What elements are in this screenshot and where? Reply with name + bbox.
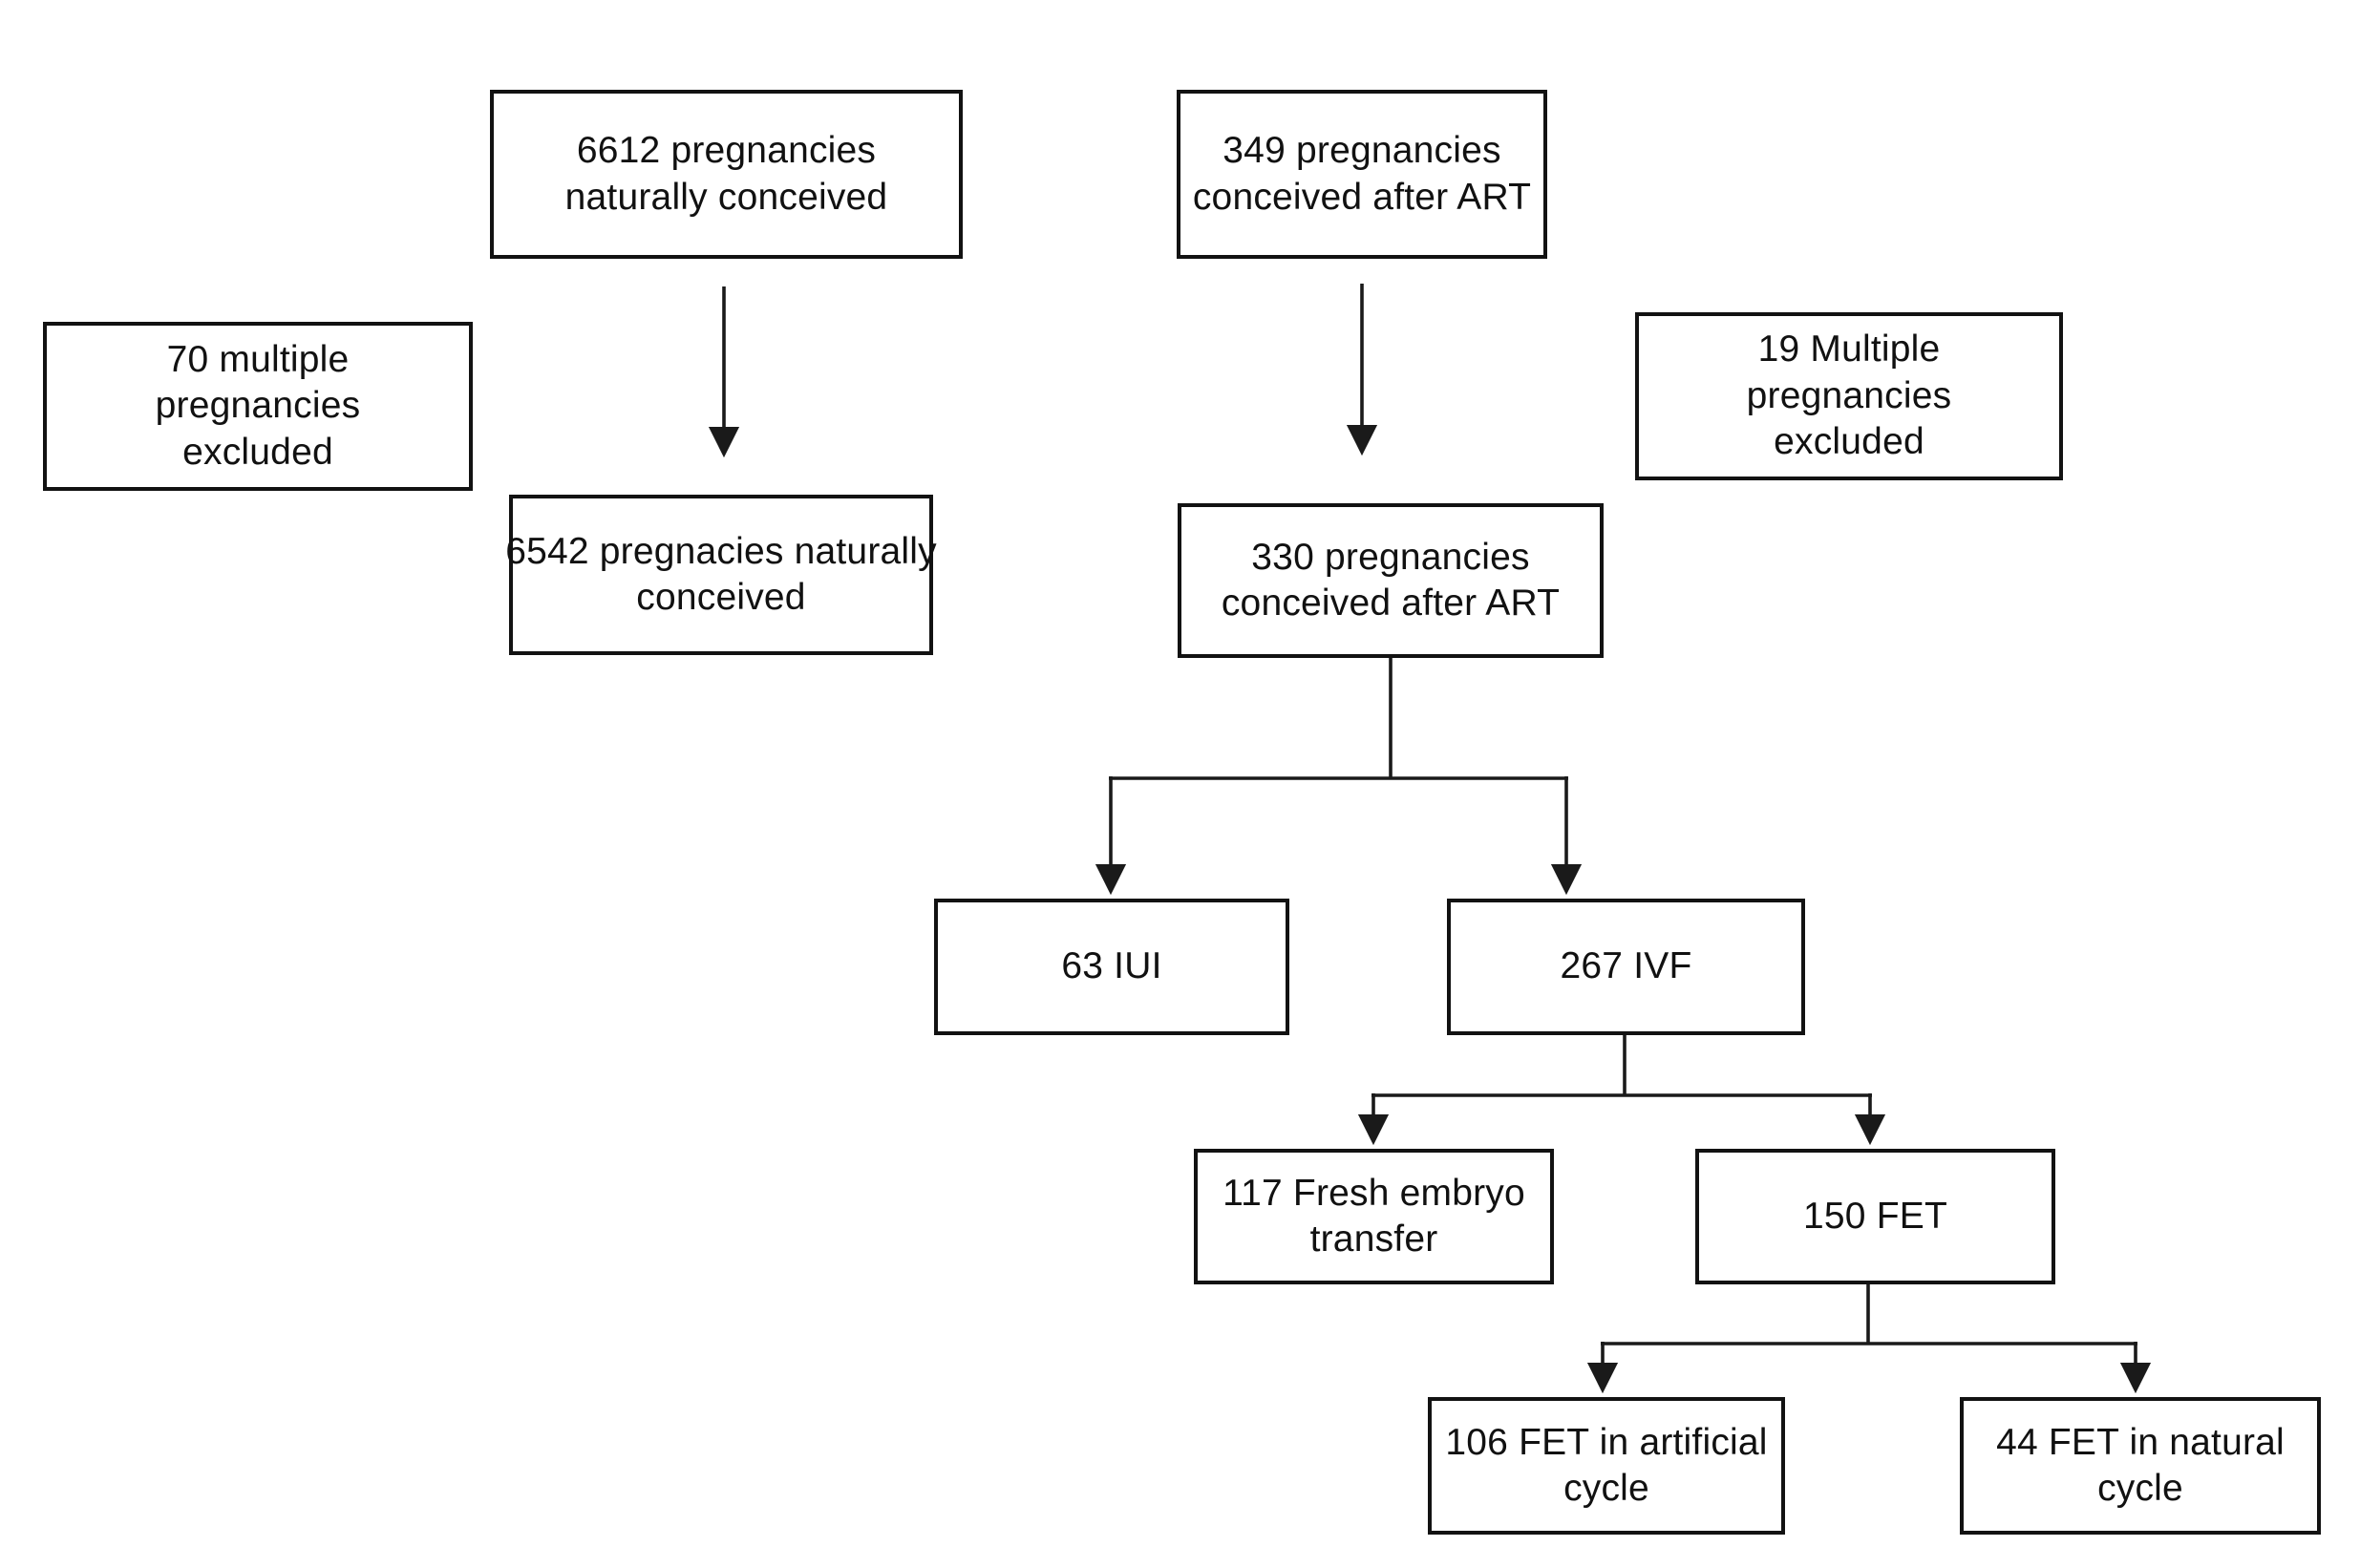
node-excluded-art: 19 Multiple pregnancies excluded xyxy=(1635,312,2063,480)
node-label-line: cycle xyxy=(1563,1468,1649,1509)
node-label-line: 330 pregnancies xyxy=(1251,536,1530,578)
node-naturally-conceived-final: 6542 pregnacies naturally conceived xyxy=(505,495,937,655)
node-label-line: 106 FET in artificial xyxy=(1445,1421,1768,1463)
node-label-line: 6612 pregnancies xyxy=(576,130,877,172)
node-naturally-conceived-initial: 6612 pregnancies naturally conceived xyxy=(490,90,963,259)
node-label-line: conceived after ART xyxy=(1192,176,1532,218)
node-iui: 63 IUI xyxy=(934,899,1289,1035)
node-label-line: excluded xyxy=(182,431,333,473)
node-fet-natural-cycle: 44 FET in natural cycle xyxy=(1960,1397,2321,1535)
node-label-line: conceived xyxy=(636,577,806,618)
node-label-line: 19 Multiple xyxy=(1757,328,1941,371)
node-label-line: 70 multiple xyxy=(166,338,350,380)
node-label-line: 349 pregnancies xyxy=(1223,130,1501,172)
node-label-line: excluded xyxy=(1774,421,1924,463)
node-fresh-embryo-transfer: 117 Fresh embryo transfer xyxy=(1194,1149,1554,1284)
node-label-line: 117 Fresh embryo xyxy=(1223,1172,1525,1214)
node-ivf: 267 IVF xyxy=(1447,899,1805,1035)
node-label-line: 44 FET in natural xyxy=(1996,1421,2285,1463)
connector-art-to-iui-ivf xyxy=(1095,658,1583,896)
node-fet: 150 FET xyxy=(1695,1149,2055,1284)
node-label-line: 63 IUI xyxy=(1061,945,1162,987)
connector-fet-to-artificial-natural xyxy=(1586,1284,2152,1394)
node-label-line: 150 FET xyxy=(1803,1195,1947,1237)
node-fet-artificial-cycle: 106 FET in artificial cycle xyxy=(1428,1397,1785,1535)
node-art-conceived-initial: 349 pregnancies conceived after ART xyxy=(1177,90,1547,259)
node-label-line: 6542 pregnacies naturally xyxy=(505,530,937,572)
node-label-line: pregnancies xyxy=(155,385,361,427)
node-excluded-natural: 70 multiple pregnancies excluded xyxy=(43,322,473,491)
node-label-line: pregnancies xyxy=(1746,374,1952,416)
node-label-line: naturally conceived xyxy=(564,176,888,218)
node-label-line: transfer xyxy=(1309,1218,1438,1260)
connector-ivf-to-fresh-fet xyxy=(1357,1035,1886,1146)
node-label-line: 267 IVF xyxy=(1560,945,1692,987)
node-art-conceived-final: 330 pregnancies conceived after ART xyxy=(1178,503,1604,658)
node-label-line: cycle xyxy=(2097,1468,2183,1509)
node-label-line: conceived after ART xyxy=(1221,583,1561,624)
